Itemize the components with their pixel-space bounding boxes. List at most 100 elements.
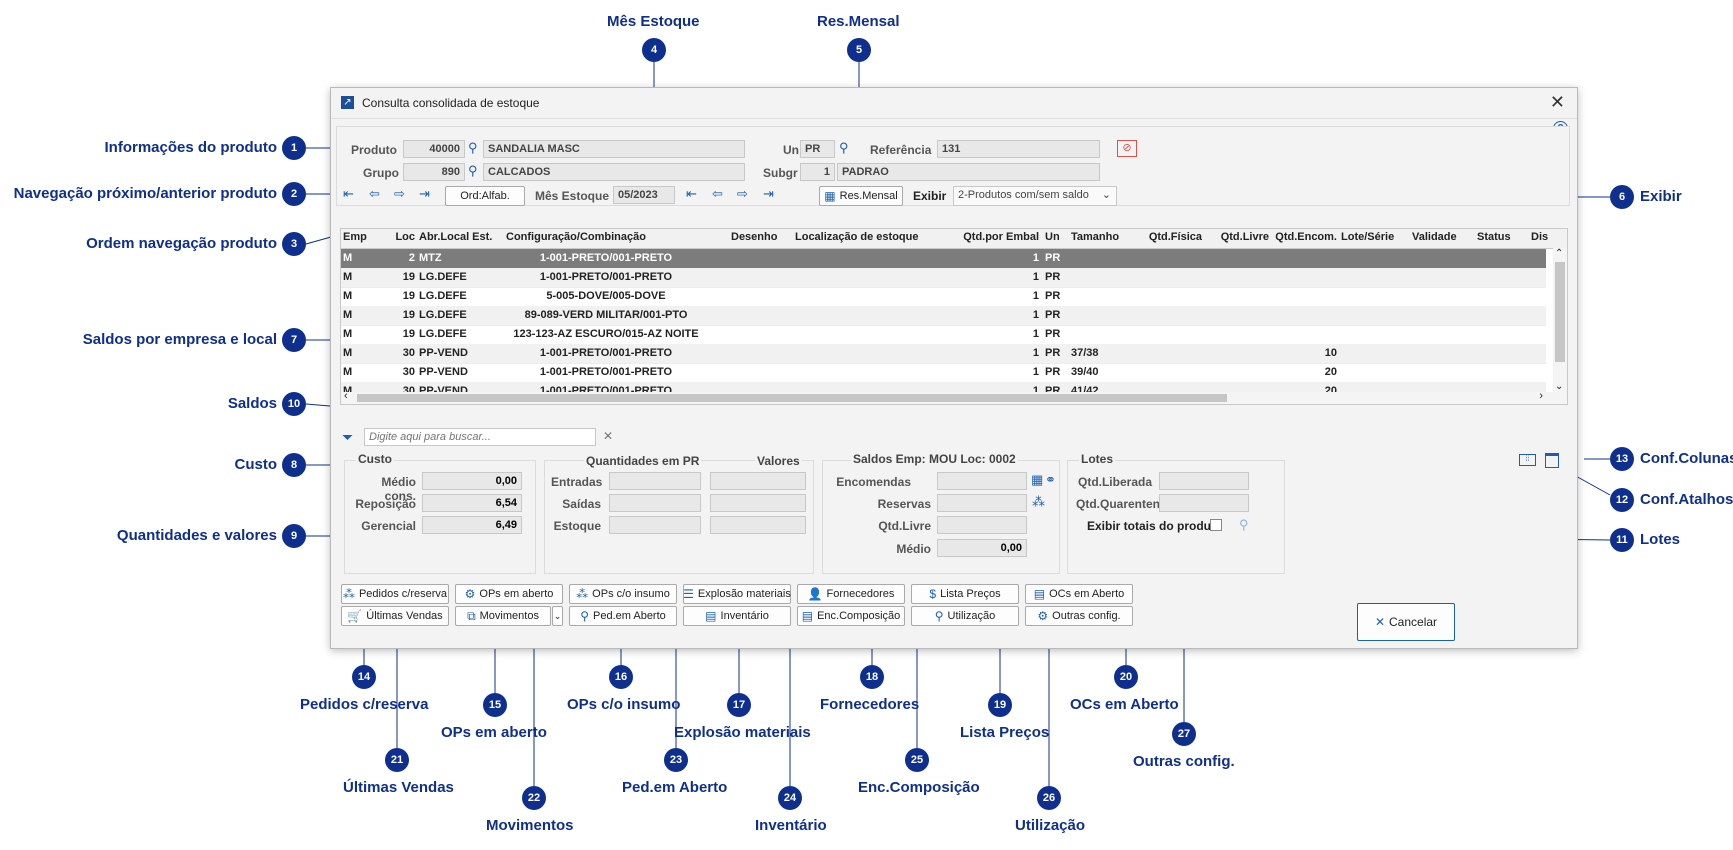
un-label: Un: [783, 143, 799, 157]
col-status[interactable]: Status: [1477, 231, 1511, 243]
hscroll-thumb[interactable]: [357, 394, 1227, 402]
inventario-button[interactable]: ▤Inventário: [683, 606, 791, 626]
scroll-down-icon[interactable]: ⌄: [1555, 381, 1564, 392]
col-qtd-embal[interactable]: Qtd.por Embal: [963, 231, 1039, 243]
lista-precos-button[interactable]: $Lista Preços: [911, 584, 1019, 604]
keyboard-shortcuts-icon[interactable]: ⁞⁞: [1519, 454, 1536, 466]
ocs-aberto-button[interactable]: ▤OCs em Aberto: [1025, 584, 1133, 604]
produto-name-field: SANDALIA MASC: [483, 140, 745, 158]
utilizacao-button[interactable]: ⚲Utilização: [911, 606, 1019, 626]
handshake-icon[interactable]: ⚭: [1045, 472, 1056, 487]
res-mensal-button[interactable]: ▦Res.Mensal: [819, 186, 903, 206]
exibir-select[interactable]: 2-Produtos com/sem saldo ⌄: [953, 186, 1117, 206]
clear-search-icon[interactable]: ✕: [603, 429, 614, 443]
next-product-icon[interactable]: ⇨: [394, 186, 405, 201]
search-input[interactable]: [364, 428, 596, 446]
callout-badge-24: 24: [778, 786, 802, 810]
col-qtd-fisica[interactable]: Qtd.Física: [1148, 231, 1202, 243]
cell-un: PR: [1045, 252, 1061, 264]
col-lote-serie[interactable]: Lote/Série: [1341, 231, 1395, 243]
col-configuracao[interactable]: Configuração/Combinação: [506, 231, 646, 243]
mes-estoque-field[interactable]: 05/2023: [613, 186, 675, 204]
cell-tam: 39/40: [1071, 366, 1099, 378]
col-emp[interactable]: Emp: [343, 231, 367, 243]
lista-precos-label: Lista Preços: [940, 588, 1001, 600]
scroll-up-icon[interactable]: ⌃: [1555, 248, 1564, 259]
enc-composicao-button[interactable]: ▤Enc.Composição: [797, 606, 905, 626]
ultimas-vendas-button[interactable]: 🛒Últimas Vendas: [341, 606, 449, 626]
ops-insumo-label: OPs c/o insumo: [592, 588, 670, 600]
col-abr-local[interactable]: Abr.Local Est.: [419, 231, 493, 243]
referencia-field[interactable]: 131: [937, 140, 1100, 158]
first-month-icon[interactable]: ⇤: [686, 186, 697, 201]
produto-search-icon[interactable]: ⚲: [468, 140, 478, 155]
col-dis[interactable]: Dis: [1531, 231, 1549, 243]
ops-aberto-button[interactable]: ⚙OPs em aberto: [455, 584, 563, 604]
scroll-right-icon[interactable]: ›: [1539, 390, 1543, 402]
qtd-livre-label: Qtd.Livre: [878, 519, 931, 533]
col-localizacao[interactable]: Localização de estoque: [795, 231, 919, 243]
callout-label-4: Mês Estoque: [607, 13, 700, 30]
cell-tam: 37/38: [1071, 347, 1099, 359]
vertical-scrollbar[interactable]: ⌃ ⌄: [1553, 248, 1567, 404]
cell-abr: LG.DEFE: [419, 290, 467, 302]
callout-label-9: Quantidades e valores: [116, 527, 277, 544]
grid-view-icon[interactable]: ▦: [1031, 472, 1044, 487]
hierarchy-icon[interactable]: ⁂: [1032, 494, 1045, 509]
grupo-search-icon[interactable]: ⚲: [468, 163, 478, 178]
un-search-icon[interactable]: ⚲: [839, 140, 849, 155]
callout-label-20: OCs em Aberto: [1070, 696, 1179, 713]
grupo-code-field[interactable]: 890: [403, 163, 465, 181]
col-un[interactable]: Un: [1045, 231, 1060, 243]
cancel-button[interactable]: ✕Cancelar: [1357, 603, 1455, 641]
explosao-materiais-button[interactable]: ☰Explosão materiais: [683, 584, 791, 604]
entradas-value-field: [710, 472, 806, 490]
enc-composicao-label: Enc.Composição: [817, 610, 901, 622]
lotes-search-icon[interactable]: ⚲: [1239, 517, 1249, 532]
movimentos-button[interactable]: ⧉Movimentos: [455, 606, 551, 626]
produto-code-field[interactable]: 40000: [403, 140, 465, 158]
boxes-icon: ⧉: [467, 608, 476, 623]
col-qtd-livre[interactable]: Qtd.Livre: [1220, 231, 1269, 243]
last-month-icon[interactable]: ⇥: [763, 186, 774, 201]
order-alphabetical-button[interactable]: Ord:Alfab.: [445, 186, 525, 206]
filter-icon[interactable]: ⏷: [342, 429, 354, 445]
col-qtd-encom[interactable]: Qtd.Encom.: [1275, 231, 1337, 243]
un-field[interactable]: PR: [800, 140, 835, 158]
scroll-thumb[interactable]: [1555, 262, 1565, 362]
horizontal-scrollbar[interactable]: ‹ ›: [341, 390, 1553, 404]
exibir-totais-checkbox[interactable]: [1210, 519, 1222, 531]
movimentos-dropdown-button[interactable]: ⌄: [552, 606, 563, 626]
col-tamanho[interactable]: Tamanho: [1071, 231, 1120, 243]
fornecedores-button[interactable]: 👤Fornecedores: [797, 584, 905, 604]
previous-product-icon[interactable]: ⇦: [369, 186, 380, 201]
callout-badge-15: 15: [483, 693, 507, 717]
close-button[interactable]: ✕: [1549, 92, 1565, 112]
scroll-left-icon[interactable]: ‹: [344, 390, 348, 402]
callout-label-8: Custo: [234, 456, 278, 473]
ops-insumo-button[interactable]: ⁂OPs c/o insumo: [569, 584, 677, 604]
callout-label-2: Navegação próximo/anterior produto: [13, 185, 277, 202]
ped-aberto-button[interactable]: ⚲Ped.em Aberto: [569, 606, 677, 626]
col-loc[interactable]: Loc: [395, 231, 415, 243]
cell-emp: M: [343, 347, 353, 359]
outras-config-button[interactable]: ⚙Outras config.: [1025, 606, 1133, 626]
previous-month-icon[interactable]: ⇦: [712, 186, 723, 201]
no-image-icon[interactable]: ⊘: [1117, 140, 1137, 157]
columns-config-icon[interactable]: [1545, 453, 1559, 468]
col-desenho[interactable]: Desenho: [731, 231, 778, 243]
col-validade[interactable]: Validade: [1412, 231, 1457, 243]
callout-badge-13: 13: [1610, 447, 1634, 471]
first-product-icon[interactable]: ⇤: [343, 186, 354, 201]
last-product-icon[interactable]: ⇥: [419, 186, 430, 201]
next-month-icon[interactable]: ⇨: [737, 186, 748, 201]
subgr-code-field[interactable]: 1: [800, 163, 835, 181]
pedidos-reserva-button[interactable]: ⁂Pedidos c/reserva: [341, 584, 449, 604]
